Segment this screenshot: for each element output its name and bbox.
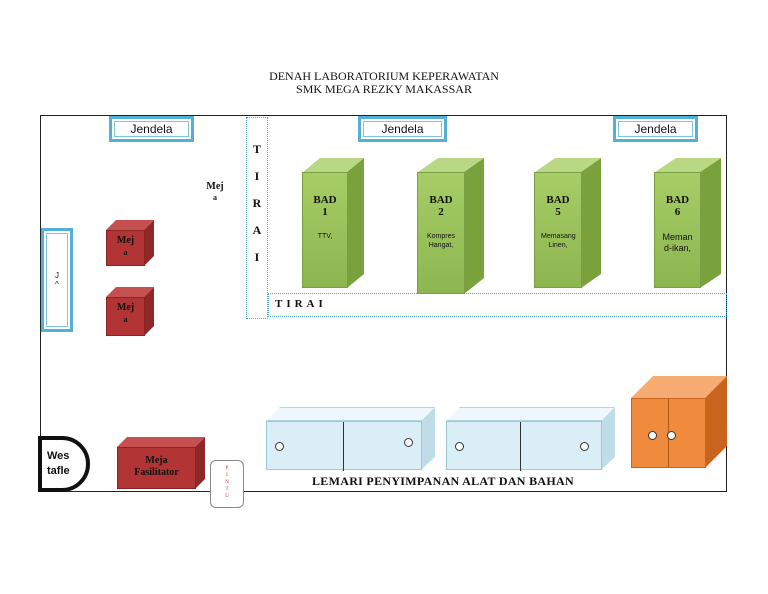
bed-6-top [655,158,721,172]
bed-title: BAD [429,194,453,206]
bed-6-side [700,158,721,288]
washbasin: Wes tafle [38,436,90,492]
cabinet-knob [404,438,413,447]
cabinet-side [421,407,435,470]
bed-5-side [581,158,601,288]
cabinet-divider [343,422,344,471]
door-letter: T [225,487,229,492]
title-line-2: SMK MEGA REZKY MAKASSAR [296,82,472,96]
cabinet-top [446,407,615,421]
window-label: Jendela [634,122,677,136]
desk-side [195,437,205,489]
desk-front: Mej a [106,230,145,266]
desk-label-line2: a [123,248,128,257]
title-line-1: DENAH LABORATORIUM KEPERAWATAN [269,69,499,83]
facilitator-label-line2: Fasilitator [134,467,179,478]
cabinet-side [601,407,615,470]
table-label-line2: a [213,193,217,202]
wardrobe [631,376,727,468]
washbasin-label-line2: tafle [47,465,70,477]
desk-side [144,287,154,336]
cabinet-knob [580,442,589,451]
desk-label-line1: Mej [116,302,135,313]
desk-2: Mej a [106,287,154,336]
door-letter: P [225,466,229,471]
curtain-letter: T [252,142,261,156]
storage-cabinet-2 [446,407,615,471]
cabinet-divider [520,422,521,471]
cabinet-knob [455,442,464,451]
window-left-wall: J ^ [41,228,73,332]
cabinet-top [266,407,435,421]
curtain-horizontal: TIRAI [268,293,727,317]
bed-2-side [464,158,484,294]
washbasin-label-line1: Wes [47,450,70,462]
bed-1-side [347,158,364,288]
curtain-vertical: T I R A I [246,117,268,319]
bed-5-top [535,158,601,172]
table-label-line1: Mej [206,181,224,192]
facilitator-desk: Meja Fasilitator [117,437,205,489]
desk-label-line1: Mej [116,235,135,246]
bed-title: BAD [665,194,690,206]
curtain-letter: R [252,196,262,210]
curtain-letter: I [254,250,260,264]
door: P I N T U [210,460,244,508]
desk-front: Meja Fasilitator [117,447,196,489]
facilitator-label-line1: Meja [145,455,168,466]
bed-procedure: Memasang Linen, [541,233,576,249]
wardrobe-front [631,398,706,468]
window-top-right: Jendela [613,116,698,142]
window-top-left: Jendela [109,116,194,142]
bed-number: 2 [438,206,444,218]
desk-1: Mej a [106,220,154,266]
window-top-middle: Jendela [358,116,447,142]
wardrobe-knob [648,431,657,440]
table-label: Mej a [205,181,225,203]
door-letter: N [225,480,229,485]
window-label: J ^ [55,271,59,289]
bed-title: BAD [546,194,570,206]
desk-label-line2: a [123,315,128,324]
bed-2-top [418,158,484,172]
bed-number: 6 [674,206,681,218]
wardrobe-side [705,376,727,468]
desk-side [144,220,154,266]
cabinet-front [446,421,602,471]
window-label: Jendela [130,122,173,136]
curtain-letter: A [252,223,262,237]
door-letter: I [226,473,228,478]
curtain-horizontal-label: TIRAI [275,298,327,310]
desk-top [106,220,154,230]
bed-number: 1 [322,206,328,218]
bed-title: BAD [313,194,337,206]
storage-label: LEMARI PENYIMPANAN ALAT DAN BAHAN [312,474,574,488]
door-letter: U [225,494,229,499]
desk-top [117,437,205,447]
curtain-letter: I [254,169,260,183]
bed-number: 5 [555,206,561,218]
desk-top [106,287,154,297]
bed-procedure: TTV, [317,233,333,240]
bed-1-top [303,158,364,172]
storage-cabinet-1 [266,407,435,471]
cabinet-knob [275,442,284,451]
wardrobe-knob [667,431,676,440]
desk-front: Mej a [106,297,145,336]
wardrobe-top [631,376,727,398]
cabinet-front [266,421,422,471]
window-label: Jendela [381,122,424,136]
bed-procedure: Meman d-ikan, [662,232,693,253]
bed-procedure: Kompres Hangat, [426,233,455,249]
